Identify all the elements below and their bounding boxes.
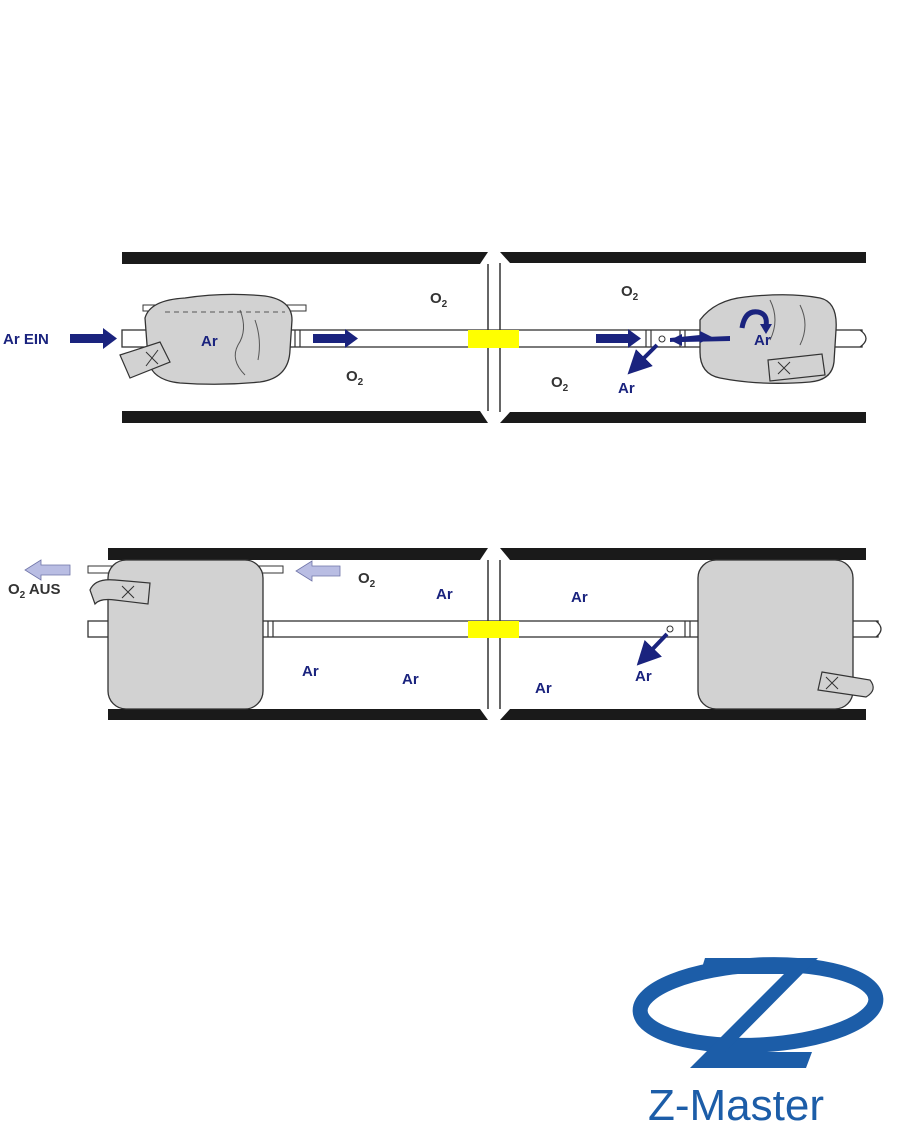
gas-label-o2: O2 [358,570,376,590]
gas-label-ar: Ar [402,671,419,688]
pipe-wall-bottom-left [108,709,488,720]
yellow-connector [468,330,519,348]
exit-arrow-bottom [636,632,669,666]
yellow-connector [468,621,519,638]
z-master-logo: Z-Master [632,957,884,1130]
gas-label-ar: Ar [754,332,771,349]
o2-flow-arrow [295,560,341,582]
ar-inlet-label: Ar EIN [3,331,49,348]
pipe-wall-bottom-right [500,709,866,720]
pipe-wall-top-left [122,252,488,264]
gas-label-o2: O2 [551,374,569,394]
logo-z-mark [690,958,818,1068]
pipe-wall-bottom-left [122,411,488,423]
pipe-wall-top-right [500,252,866,263]
o2-outlet-arrow [24,559,71,581]
balloon-return-arrow [670,334,730,346]
brand-name: Z-Master [648,1081,824,1130]
gas-label-o2: O2 [346,368,364,388]
gas-label-o2: O2 [621,283,639,303]
pipe-wall-top-left [108,548,488,560]
o2-outlet-label: O2 AUS [8,581,61,601]
gas-label-ar: Ar [436,586,453,603]
gas-label-o2: O2 [430,290,448,310]
gas-label-ar: Ar [635,668,652,685]
outlet-hole [666,625,674,633]
pipe-wall-bottom-right [500,412,866,423]
exit-arrow-top [627,343,659,375]
top-diagram: Ar EIN Ar O2 O2 O2 O2 Ar Ar [3,252,867,423]
gas-label-ar: Ar [571,589,588,606]
circulation-arrow [739,309,769,329]
gas-label-ar: Ar [618,380,635,397]
ar-inlet-arrow [70,328,117,349]
left-balloon [144,293,293,385]
gas-label-ar: Ar [535,680,552,697]
pipe-wall-top-right [500,548,866,560]
left-tag [89,579,151,606]
gas-label-ar: Ar [201,333,218,350]
flow-arrow-left [313,329,358,348]
right-tag [767,353,826,382]
outlet-hole [658,335,666,343]
bottom-diagram: O2 AUS O2 Ar Ar Ar Ar Ar Ar [8,548,882,720]
right-tag [817,671,874,698]
gas-label-ar: Ar [302,663,319,680]
flow-arrow-right [596,329,641,348]
right-balloon-inflated [697,559,854,710]
